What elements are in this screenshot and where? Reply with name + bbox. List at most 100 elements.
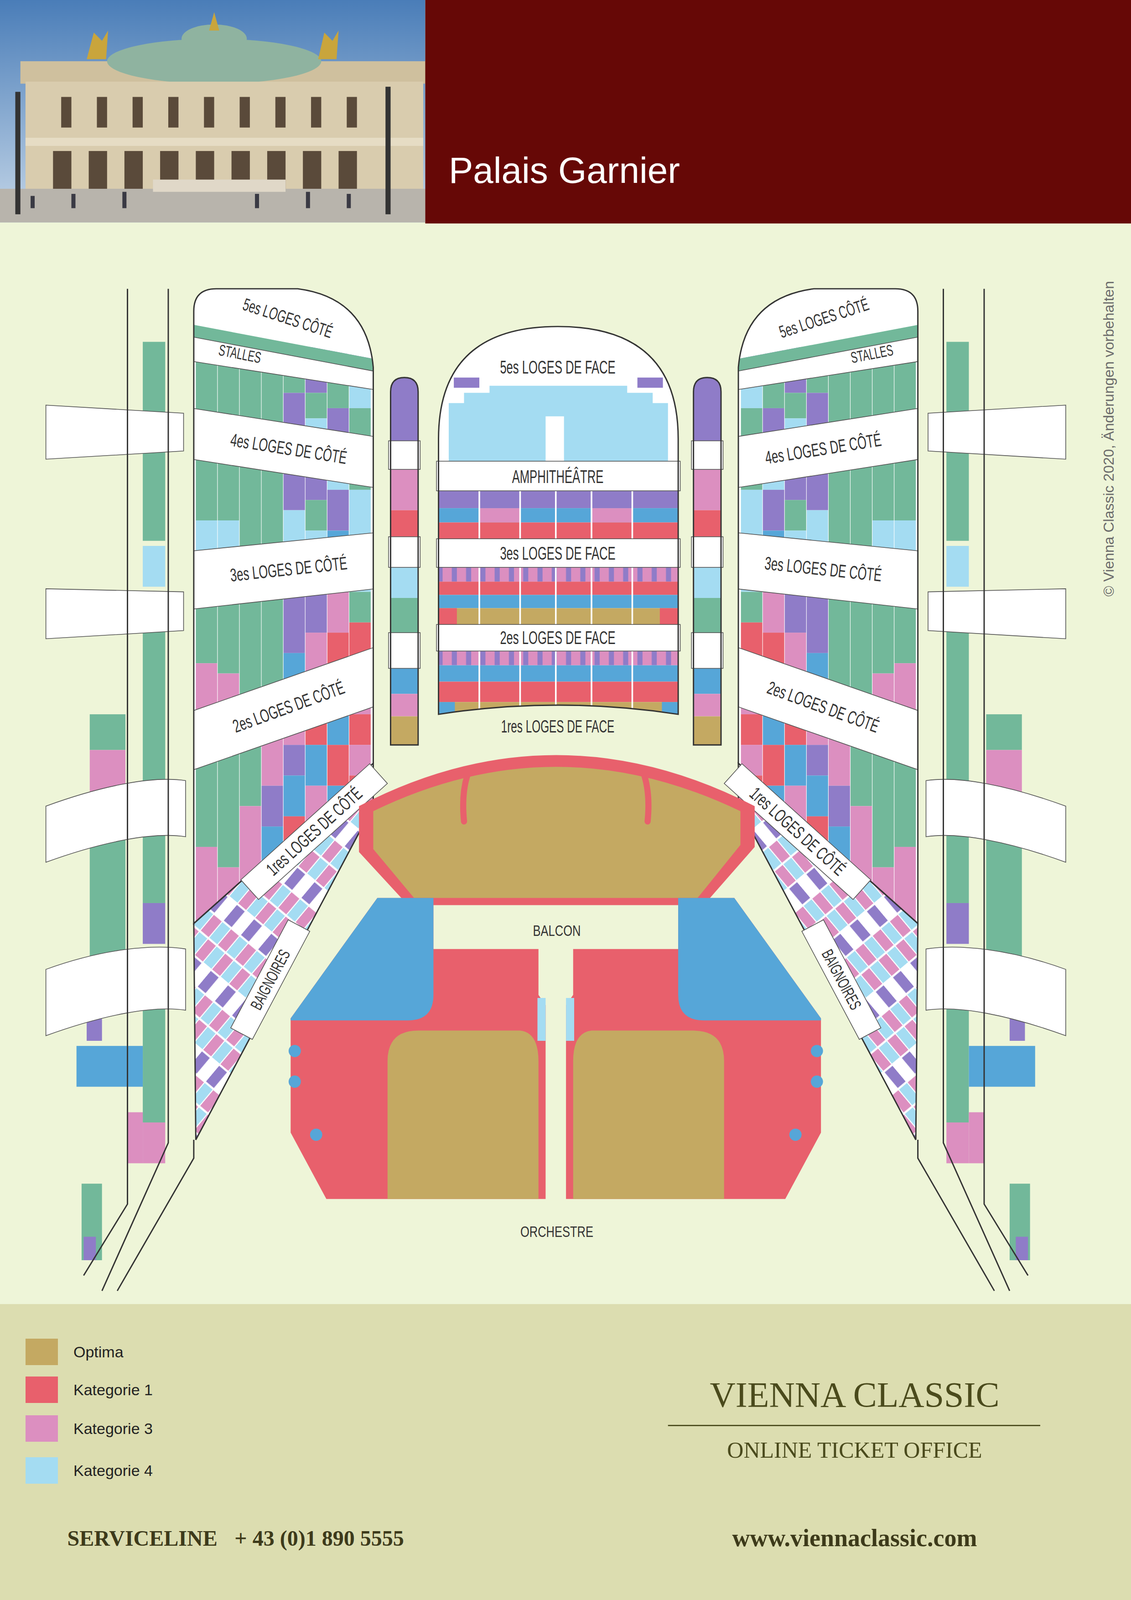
side-tower-part-part xyxy=(261,785,284,827)
loges-de-face-part-part-part xyxy=(631,650,634,715)
loges-de-face-part-part xyxy=(438,650,679,665)
opera-photo-part-part xyxy=(346,97,357,128)
opera-photo-part-part xyxy=(122,191,127,209)
loges-de-face-part-part xyxy=(448,385,669,462)
side-pillar-part xyxy=(388,632,421,669)
loges-de-face-part-part-part xyxy=(519,567,522,625)
loges-de-face-part-part xyxy=(438,522,679,539)
side-tower-part-part xyxy=(191,646,376,771)
phone-number: + 43 (0)1 890 5555 xyxy=(234,1525,404,1551)
loges-de-face-part-part xyxy=(438,567,679,582)
side-tower-part xyxy=(193,288,374,924)
outer-boxes-part xyxy=(83,1236,96,1261)
service-label: SERVICELINE xyxy=(67,1525,218,1551)
loges-de-face-part-part xyxy=(637,377,664,388)
loges-de-face-part-part xyxy=(438,326,679,715)
loges-de-face-part-part xyxy=(591,508,633,523)
side-tower-part-part xyxy=(283,591,306,654)
side-pillar-part xyxy=(388,536,421,568)
legend-text: Kategorie 3 xyxy=(73,1419,153,1438)
orchestre-half-part xyxy=(288,1075,301,1088)
opera-photo-part-part xyxy=(239,97,250,128)
side-tower-part-part xyxy=(191,285,376,929)
outer-boxes-part xyxy=(76,1045,143,1087)
opera-photo-part-part xyxy=(338,150,357,190)
section-band: AMPHITHÉÂTRE xyxy=(486,466,630,487)
opera-photo xyxy=(0,0,429,223)
opera-photo-part xyxy=(15,91,21,214)
loges-de-face-part xyxy=(436,624,680,651)
orchestre-half-part xyxy=(387,1030,539,1199)
balcon-area-part xyxy=(463,770,470,822)
balcon-area-part xyxy=(373,766,741,898)
outer-boxes-part xyxy=(102,288,169,1291)
opera-photo-part-part xyxy=(132,97,143,128)
opera-photo-part-part xyxy=(61,97,72,128)
outer-boxes-part xyxy=(142,591,166,903)
side-tower-part-part xyxy=(191,408,376,488)
loges-de-face-part-part-part xyxy=(478,490,481,539)
opera-photo-part xyxy=(385,86,391,215)
footer-rule xyxy=(668,1424,1041,1427)
side-pillar-part-part xyxy=(390,668,418,694)
legend-swatch xyxy=(25,1415,59,1442)
loges-de-face-part-part-part xyxy=(555,567,557,625)
legend-swatch xyxy=(25,1376,59,1403)
opera-photo-part xyxy=(0,0,426,223)
outer-boxes-part xyxy=(89,714,126,750)
opera-photo-part-part xyxy=(124,150,143,190)
side-tower-part-part xyxy=(349,714,371,745)
side-tower-part-part xyxy=(305,392,327,419)
side-tower-part-part xyxy=(305,744,327,786)
copyright-note: © Vienna Classic 2020, Änderungen vorbeh… xyxy=(1099,280,1117,597)
outer-boxes-part xyxy=(46,947,186,1036)
balcon-area-part xyxy=(642,770,649,822)
side-tower-part-part xyxy=(217,744,239,867)
opera-photo-part-part xyxy=(203,97,214,128)
orchestre-half-part xyxy=(290,897,546,1199)
outer-boxes-part xyxy=(142,545,166,587)
side-tower-part-part xyxy=(305,499,327,531)
orchestre-half-part xyxy=(288,1044,301,1058)
loges-de-face-part-part xyxy=(438,581,679,595)
side-pillar xyxy=(388,377,421,745)
side-pillar-part-part xyxy=(390,597,418,633)
outer-boxes-part xyxy=(142,902,166,944)
side-tower-part-part xyxy=(283,775,306,816)
side-pillar-part-part xyxy=(390,469,418,510)
opera-photo-part-part xyxy=(30,196,35,209)
outer-boxes-part xyxy=(46,404,184,460)
outer-boxes-part xyxy=(46,588,184,639)
opera-photo-part-part xyxy=(311,97,322,128)
side-tower-part-part xyxy=(327,489,349,531)
loges-de-face-part-part xyxy=(438,607,457,625)
orchestre-half xyxy=(288,897,546,1199)
side-tower-part xyxy=(191,285,376,929)
loges-de-face-part-part-part xyxy=(519,650,522,715)
opera-photo-part-part xyxy=(88,150,108,190)
loges-de-face-part-part xyxy=(659,607,679,625)
page-title: Palais Garnier xyxy=(448,149,680,192)
loges-de-face-part-part xyxy=(479,490,633,715)
loges-de-face-part-part-part xyxy=(590,567,593,625)
header-band xyxy=(425,0,1131,224)
side-tower-part-part xyxy=(195,846,218,929)
area-name: ORCHESTRE xyxy=(508,1222,606,1241)
opera-photo-part-part xyxy=(52,150,72,190)
brand-subtitle: ONLINE TICKET OFFICE xyxy=(726,1436,982,1464)
brand-name: VIENNA CLASSIC xyxy=(710,1374,1000,1416)
loges-de-face-part-part xyxy=(438,490,679,509)
opera-photo-part xyxy=(30,191,351,209)
side-pillar-part-part xyxy=(390,567,418,598)
opera-photo-part xyxy=(152,179,286,192)
opera-photo-part-part xyxy=(96,97,107,128)
opera-photo-part-part xyxy=(71,193,76,208)
orchestre-half-part xyxy=(310,1128,323,1141)
opera-photo-part xyxy=(318,30,339,60)
service-label: SERVICELINE xyxy=(67,1525,218,1551)
loges-de-face-part-part xyxy=(438,665,679,682)
outer-boxes-part xyxy=(142,1000,166,1123)
opera-photo-part xyxy=(86,30,109,60)
outer-boxes xyxy=(46,288,194,1291)
